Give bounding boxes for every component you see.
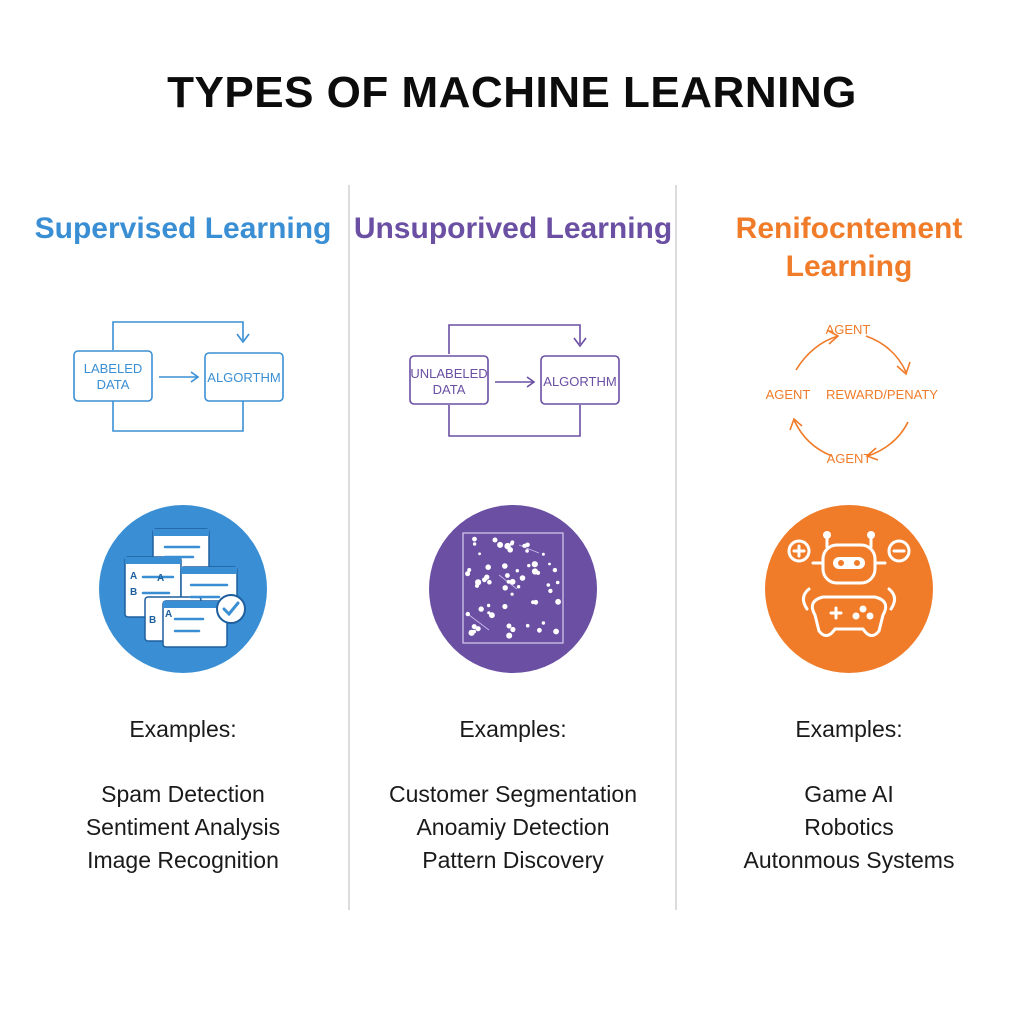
cycle-arrow-bottom-right [867,421,909,457]
input-label-line-1: LABELED [84,361,143,376]
cycle-arrow-bottom-left [793,419,833,457]
reinforcement-title-line-1: Renifocntement [735,212,963,245]
cycle-arrow-top-right [865,335,907,373]
svg-text:A: A [165,609,172,620]
algorithm-label: ALGORTHM [207,370,280,385]
unsupervised-title: Unsuporived Learning [348,210,678,248]
scatter-dots [465,536,561,639]
cycle-label-top: AGENT [826,322,871,337]
list-item: Pattern Discovery [422,847,604,873]
svg-text:B: B [130,587,137,598]
column-divider-1 [348,185,350,910]
list-item: Sentiment Analysis [85,814,281,840]
supervised-title: Supervised Learning [18,210,348,248]
unsupervised-column: Unsuporived Learning UNLABELED DATA ALGO… [348,0,678,1024]
top-loop-connector [448,324,581,354]
cycle-label-left: AGENT [766,387,811,402]
reinforcement-title: Renifocntement Learning [684,210,1014,286]
list-item: Image Recognition [87,847,279,873]
input-label-line-2: DATA [97,377,130,392]
cycle-arrowhead [789,417,803,431]
cycle-arrowhead [826,329,840,345]
unsupervised-title-line: Unsuporived Learning [353,212,673,245]
supervised-examples-label: Examples: [129,716,237,742]
svg-text:A: A [157,573,164,584]
cycle-arrow-top-left [795,335,839,371]
list-item: Anoamiy Detection [416,814,610,840]
reinforcement-cycle-svg: AGENT AGENT REWARD/PENATY AGENT [766,322,939,466]
unsupervised-examples-list: Customer Segmentation Anoamiy Detection … [348,778,678,877]
supervised-flow-diagram: LABELED DATA ALGORTHM [18,300,348,490]
supervised-title-line: Supervised Learning [34,212,332,245]
unsupervised-flow-svg: UNLABELED DATA ALGORTHM [409,324,620,437]
unsupervised-examples-label: Examples: [459,716,567,742]
cycle-arrowhead [865,447,879,461]
svg-text:A: A [130,571,137,582]
labeled-data-box [73,350,153,402]
bottom-loop-connector [112,401,244,432]
unsupervised-flow-diagram: UNLABELED DATA ALGORTHM [348,300,678,490]
algorithm-box [540,355,620,405]
list-item: Game AI [804,781,894,807]
supervised-column: Supervised Learning LABELED DATA ALGORTH… [18,0,348,1024]
reinforcement-column: Renifocntement Learning AGENT AGENT REWA… [684,0,1014,1024]
reinforcement-examples-label: Examples: [795,716,903,742]
scatter-cluster-icon [429,505,597,673]
input-label-line-2: DATA [433,382,466,397]
list-item: Autonmous Systems [743,847,955,873]
list-item: Robotics [804,814,894,840]
bottom-loop-connector [448,405,581,437]
algorithm-box [204,352,284,402]
flow-arrowhead [526,376,536,388]
top-loop-arrowhead [573,337,587,348]
supervised-examples-list: Spam Detection Sentiment Analysis Image … [18,778,348,877]
top-loop-connector [112,321,244,350]
svg-text:B: B [149,615,156,626]
flow-arrowhead [190,371,200,383]
cycle-label-bottom: AGENT [827,451,872,466]
cycle-label-right: REWARD/PENATY [826,387,938,402]
algorithm-label: ALGORTHM [543,374,616,389]
top-loop-arrowhead [236,333,250,344]
robot-gamepad-icon [765,505,933,673]
unlabeled-data-box [409,355,489,405]
cycle-arrowhead [896,361,911,376]
labeled-documents-icon: A B A B A [99,505,267,673]
list-item: Spam Detection [101,781,265,807]
reinforcement-title-line-2: Learning [785,250,913,283]
supervised-flow-svg: LABELED DATA ALGORTHM [73,321,284,432]
page-title: TYPES OF MACHINE LEARNING [167,68,857,117]
reinforcement-cycle-diagram: AGENT AGENT REWARD/PENATY AGENT [684,300,1014,490]
input-label-line-1: UNLABELED [410,366,487,381]
list-item: Customer Segmentation [388,781,637,807]
reinforcement-examples-list: Game AI Robotics Autonmous Systems [684,778,1014,877]
column-divider-2 [675,185,677,910]
